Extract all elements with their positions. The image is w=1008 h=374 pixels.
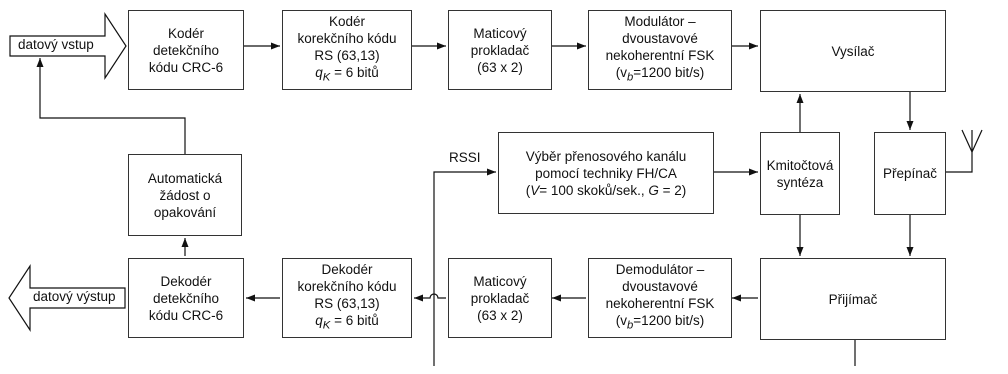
wire-rssi [433, 172, 856, 366]
channel-select-line-1: Výběr přenosového kanálu [525, 148, 687, 164]
rs-coder-line-1: Kodér [328, 14, 366, 30]
rssi-label: RSSI [449, 150, 481, 165]
modulator-line-4: (vb=1200 bit/s) [615, 65, 705, 84]
crc-decoder-block: Dekodér detekčního kódu CRC-6 [128, 258, 244, 338]
synth-block: Kmitočtová syntéza [760, 132, 840, 215]
deinterleaver-line-2: prokladač [470, 290, 530, 306]
interleaver-line-1: Maticový [473, 25, 527, 41]
interleaver-line-2: prokladač [470, 42, 530, 58]
receiver-block: Přijímač [760, 258, 946, 340]
transmitter-block: Vysílač [760, 10, 946, 92]
deinterleaver-line-1: Maticový [473, 273, 527, 289]
interleaver-line-3: (63 x 2) [477, 59, 523, 75]
channel-select-line-3: (V= 100 skoků/sek., G = 2) [525, 182, 687, 198]
antenna-symbol [961, 129, 983, 153]
crc-coder-line-3: kódu CRC-6 [148, 59, 224, 75]
synth-line-1: Kmitočtová [766, 157, 834, 173]
arq-line-1: Automatická [147, 170, 223, 186]
crc-coder-line-1: Kodér [167, 25, 205, 41]
rs-decoder-line-3: RS (63,13) [314, 296, 380, 312]
deinterleaver-block: Maticový prokladač (63 x 2) [448, 258, 552, 338]
modulator-block: Modulátor – dvoustavové nekoherentní FSK… [588, 10, 732, 90]
arq-line-3: opakování [153, 204, 217, 220]
channel-select-line-2: pomocí techniky FH/CA [535, 165, 677, 181]
transmitter-label: Vysílač [831, 43, 875, 59]
demodulator-block: Demodulátor – dvoustavové nekoherentní F… [588, 258, 732, 338]
deinterleaver-line-3: (63 x 2) [477, 307, 523, 323]
demodulator-line-4: (vb=1200 bit/s) [615, 313, 705, 332]
modulator-line-1: Modulátor – [624, 14, 696, 30]
demodulator-line-2: dvoustavové [622, 279, 698, 295]
interleaver-block: Maticový prokladač (63 x 2) [448, 10, 552, 90]
wire-deinterleaver-to-rs-decoder [414, 293, 446, 302]
arq-block: Automatická žádost o opakování [128, 154, 242, 236]
rs-coder-line-3: RS (63,13) [314, 48, 380, 64]
rs-coder-line-2: korekčního kódu [297, 31, 397, 47]
switch-block: Přepínač [874, 132, 946, 215]
antenna-wire [946, 152, 973, 173]
switch-label: Přepínač [882, 166, 938, 181]
rs-coder-line-4: qK = 6 bitů [315, 65, 379, 84]
crc-decoder-line-2: detekčního [152, 290, 220, 306]
demodulator-line-1: Demodulátor – [615, 262, 705, 278]
output-arrow-shape [8, 263, 126, 333]
output-label: datový výstup [33, 289, 116, 304]
crc-coder-block: Kodér detekčního kódu CRC-6 [128, 10, 244, 90]
receiver-label: Přijímač [828, 291, 878, 307]
rs-decoder-line-1: Dekodér [321, 262, 373, 278]
rs-decoder-block: Dekodér korekčního kódu RS (63,13) qK = … [282, 258, 412, 338]
crc-decoder-line-1: Dekodér [160, 273, 212, 289]
crc-decoder-line-3: kódu CRC-6 [148, 307, 224, 323]
input-label: datový vstup [18, 37, 94, 52]
modulator-line-3: nekoherentní FSK [605, 48, 715, 64]
rs-decoder-line-4: qK = 6 bitů [315, 313, 379, 332]
demodulator-line-3: nekoherentní FSK [605, 296, 715, 312]
modulator-line-2: dvoustavové [622, 31, 698, 47]
synth-line-2: syntéza [776, 174, 824, 190]
wire-arq-to-input [36, 58, 186, 154]
channel-select-block: Výběr přenosového kanálu pomocí techniky… [498, 132, 714, 214]
arq-line-2: žádost o [159, 187, 211, 203]
input-arrow-shape [9, 11, 127, 81]
rs-decoder-line-2: korekčního kódu [297, 279, 397, 295]
rs-coder-block: Kodér korekčního kódu RS (63,13) qK = 6 … [282, 10, 412, 90]
crc-coder-line-2: detekčního [152, 42, 220, 58]
